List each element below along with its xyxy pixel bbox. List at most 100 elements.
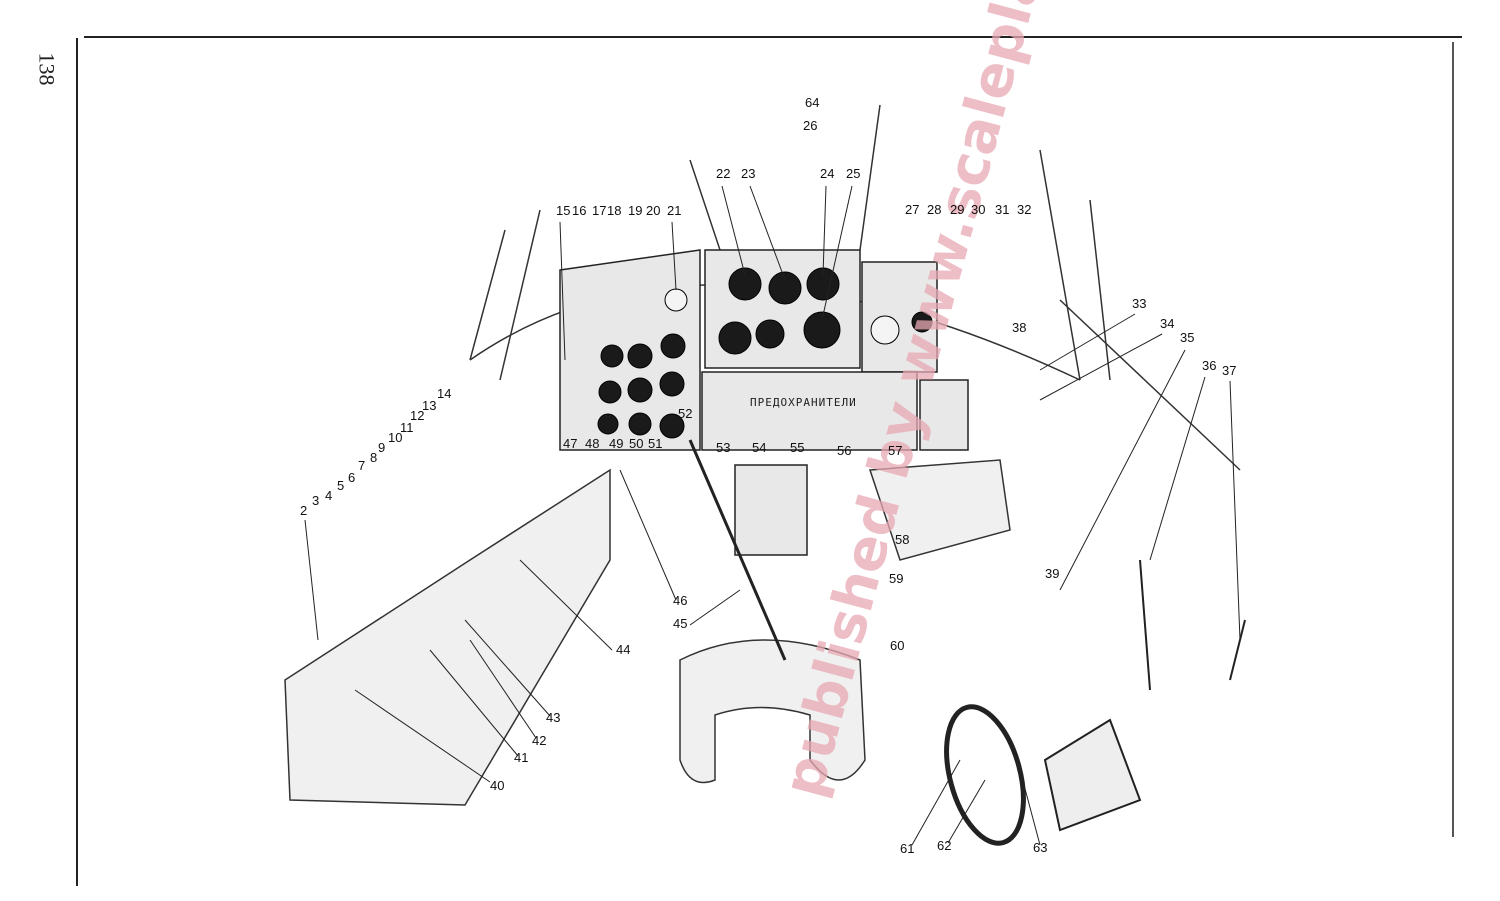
leader-15 [559, 221, 566, 361]
callout-18: 18 [607, 203, 621, 218]
callout-58: 58 [895, 532, 909, 547]
callout-31: 31 [995, 202, 1009, 217]
gauge-30 [870, 315, 900, 345]
lever-37 [1229, 619, 1246, 681]
callout-29: 29 [950, 202, 964, 217]
frame-right-rule [1452, 42, 1454, 837]
leader-36 [1149, 376, 1206, 561]
callout-48: 48 [585, 436, 599, 451]
fuse-panel-label: ПРЕДОХРАНИТЕЛИ [750, 396, 857, 409]
callout-57: 57 [888, 443, 902, 458]
gauge-18 [600, 344, 624, 368]
callout-13: 13 [422, 398, 436, 413]
leader-42 [469, 639, 537, 739]
callout-20: 20 [646, 203, 660, 218]
callout-17: 17 [592, 203, 606, 218]
callout-61: 61 [900, 841, 914, 856]
leader-2 [304, 519, 319, 641]
callout-16: 16 [572, 203, 586, 218]
gauge-31 [911, 311, 933, 333]
left-console [284, 468, 611, 806]
leader-21 [671, 221, 677, 291]
leader-35 [1059, 349, 1186, 591]
callout-43: 43 [546, 710, 560, 725]
leader-lines [304, 185, 1241, 846]
gauge-52 [659, 413, 685, 439]
callout-62: 62 [937, 838, 951, 853]
leader-61 [911, 759, 961, 846]
callout-34: 34 [1160, 316, 1174, 331]
gauge-22 [728, 267, 762, 301]
callout-33: 33 [1132, 296, 1146, 311]
callout-19: 19 [628, 203, 642, 218]
leader-22 [721, 185, 746, 276]
callout-26: 26 [803, 118, 817, 133]
callout-41: 41 [514, 750, 528, 765]
gauge-54 [718, 321, 752, 355]
callout-14: 14 [437, 386, 451, 401]
leader-62 [947, 779, 986, 844]
side-consoles [284, 459, 1011, 806]
canopy-frame [469, 104, 1241, 471]
gauge-23 [768, 271, 802, 305]
callout-10: 10 [388, 430, 402, 445]
callout-53: 53 [716, 440, 730, 455]
callout-4: 4 [325, 488, 332, 503]
handwheel [944, 704, 1026, 846]
leader-46 [619, 469, 677, 601]
frame-top-rule [84, 36, 1462, 38]
callout-46: 46 [673, 593, 687, 608]
callout-38: 38 [1012, 320, 1026, 335]
callout-54: 54 [752, 440, 766, 455]
callout-64: 64 [805, 95, 819, 110]
callout-50: 50 [629, 436, 643, 451]
callout-36: 36 [1202, 358, 1216, 373]
switch-panel [919, 379, 969, 451]
callout-55: 55 [790, 440, 804, 455]
leader-41 [429, 649, 519, 757]
gauge-48 [627, 377, 653, 403]
callout-56: 56 [837, 443, 851, 458]
callout-6: 6 [348, 470, 355, 485]
callout-7: 7 [358, 458, 365, 473]
callout-27: 27 [905, 202, 919, 217]
callout-15: 15 [556, 203, 570, 218]
callout-35: 35 [1180, 330, 1194, 345]
drum-unit [1043, 718, 1142, 832]
callout-21: 21 [667, 203, 681, 218]
gauge-50 [628, 412, 652, 436]
callout-3: 3 [312, 493, 319, 508]
controls [688, 439, 1246, 846]
leader-25 [821, 185, 853, 321]
leader-33 [1039, 313, 1136, 371]
callout-12: 12 [410, 408, 424, 423]
callout-37: 37 [1222, 363, 1236, 378]
callout-28: 28 [927, 202, 941, 217]
leader-24 [822, 185, 827, 276]
callout-49: 49 [609, 436, 623, 451]
gauge-20 [660, 333, 686, 359]
fuse-panel [701, 371, 918, 451]
gauge-47 [598, 380, 622, 404]
lever-36 [1139, 559, 1151, 691]
control-stick [688, 439, 787, 661]
callout-47: 47 [563, 436, 577, 451]
leader-44 [519, 559, 613, 651]
lower-console [734, 464, 808, 556]
callout-24: 24 [820, 166, 834, 181]
callout-25: 25 [846, 166, 860, 181]
frame-left-rule [76, 38, 78, 886]
gauge-49 [597, 413, 619, 435]
leader-34 [1039, 333, 1163, 401]
leader-63 [1019, 769, 1041, 846]
leader-43 [464, 619, 551, 717]
callout-39: 39 [1045, 566, 1059, 581]
leader-37 [1229, 380, 1241, 641]
callout-8: 8 [370, 450, 377, 465]
callout-44: 44 [616, 642, 630, 657]
callout-60: 60 [890, 638, 904, 653]
right-console [868, 459, 1011, 561]
callout-30: 30 [971, 202, 985, 217]
